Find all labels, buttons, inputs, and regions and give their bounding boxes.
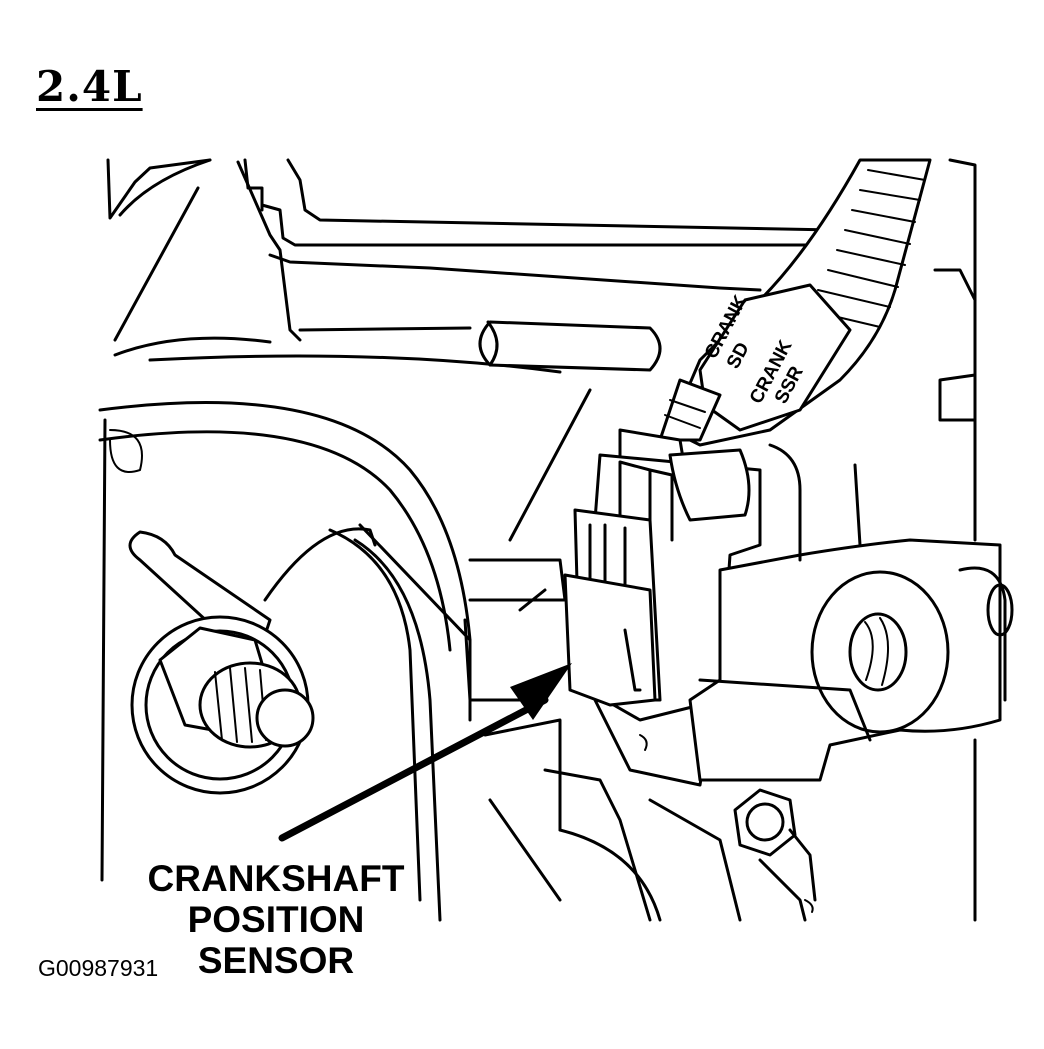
lower-casting — [463, 388, 814, 922]
sensor-bracket — [688, 443, 1014, 782]
mounting-bolt — [128, 527, 377, 795]
engine-label: 2.4L — [36, 62, 143, 111]
dowel-pin — [478, 320, 662, 372]
wiring-harness: CRANK SD CRANK SSR — [658, 158, 932, 447]
lower-bolt — [733, 788, 817, 902]
callout-line-2: POSITION SENSOR — [187, 899, 365, 981]
right-casting — [933, 158, 977, 922]
figure-id: G00987931 — [38, 955, 159, 981]
timing-cover — [98, 401, 472, 922]
leader-arrow — [278, 663, 572, 842]
callout-line-1: CRANKSHAFT — [147, 858, 405, 899]
component-callout: CRANKSHAFT POSITION SENSOR — [106, 858, 446, 981]
